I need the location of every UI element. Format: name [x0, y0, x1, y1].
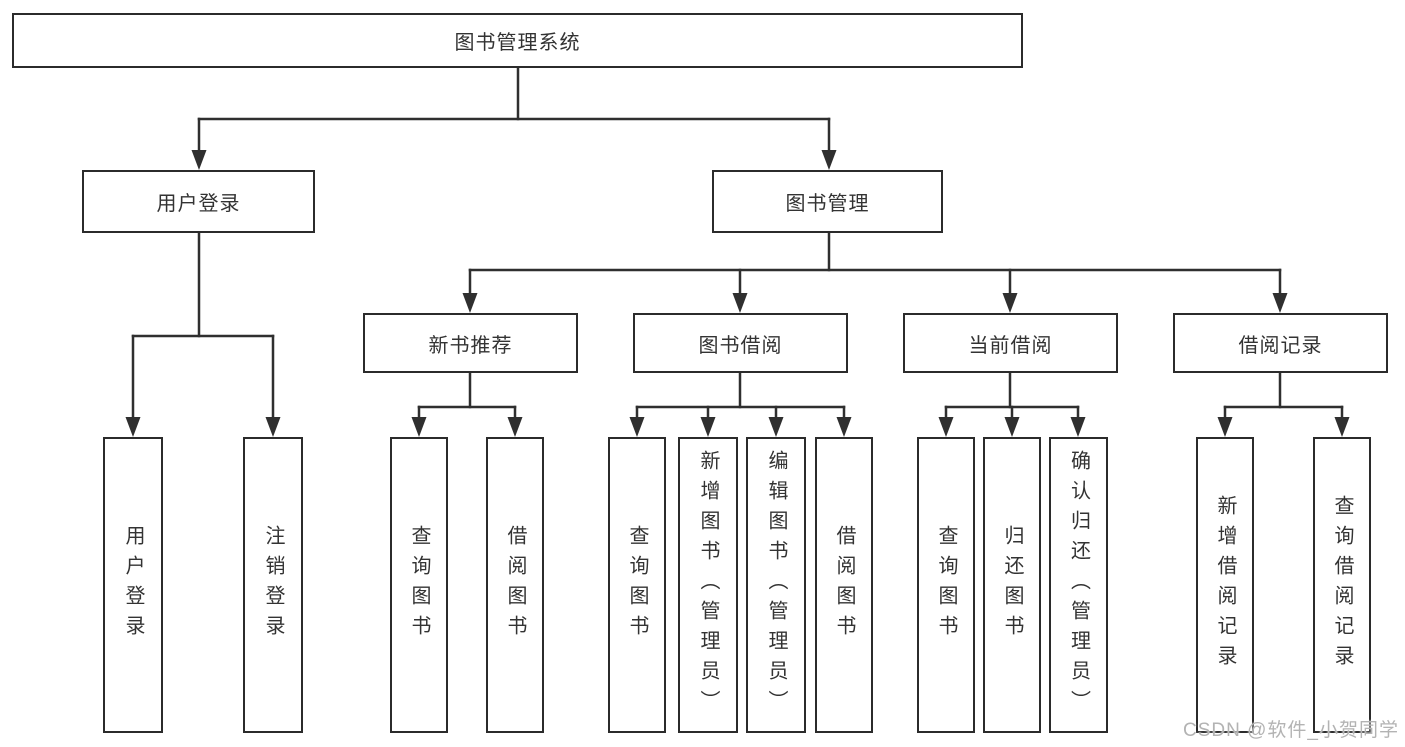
- node-label: 新增借阅记录: [1214, 495, 1236, 675]
- node-new-book-recommend: 新书推荐: [363, 313, 578, 373]
- node-borrow-records: 借阅记录: [1173, 313, 1388, 373]
- node-label: 图书借阅: [698, 334, 783, 357]
- edges-book-management: [462, 231, 1288, 313]
- edges-current-borrow: [938, 371, 1086, 437]
- node-label: 归还图书: [1001, 525, 1023, 645]
- node-label: 编辑图书（管理员）: [765, 450, 787, 720]
- leaf-borrow-books: 借阅图书: [815, 437, 873, 733]
- edges-root: [191, 66, 837, 170]
- leaf-query-books-current: 查询图书: [917, 437, 975, 733]
- node-label: 当前借阅: [968, 334, 1053, 357]
- node-label: 新增图书（管理员）: [697, 450, 719, 720]
- leaf-user-login: 用户登录: [103, 437, 163, 733]
- leaf-query-books-recommend: 查询图书: [390, 437, 448, 733]
- edges-new-book-recommend: [411, 371, 523, 437]
- leaf-return-books: 归还图书: [983, 437, 1041, 733]
- leaf-add-borrow-record: 新增借阅记录: [1196, 437, 1254, 733]
- node-current-borrow: 当前借阅: [903, 313, 1118, 373]
- leaf-edit-book-admin: 编辑图书（管理员）: [746, 437, 806, 733]
- node-label: 图书管理: [785, 193, 870, 215]
- node-label: 查询图书: [408, 525, 430, 645]
- node-label: 用户登录: [122, 525, 144, 645]
- node-label: 查询图书: [626, 525, 648, 645]
- leaf-add-book-admin: 新增图书（管理员）: [678, 437, 738, 733]
- edges-borrow-records: [1217, 371, 1350, 437]
- node-label: 查询图书: [935, 525, 957, 645]
- leaf-borrow-books-recommend: 借阅图书: [486, 437, 544, 733]
- node-label: 借阅记录: [1238, 334, 1323, 357]
- node-library-management-system: 图书管理系统: [12, 13, 1023, 68]
- node-label: 新书推荐: [428, 334, 513, 357]
- edges-user-login: [125, 231, 281, 437]
- node-label: 注销登录: [262, 525, 284, 645]
- node-label: 确认归还（管理员）: [1067, 450, 1090, 720]
- csdn-watermark: CSDN @软件_小贺同学: [1183, 720, 1399, 741]
- node-user-login: 用户登录: [82, 170, 315, 233]
- node-label: 查询借阅记录: [1331, 495, 1353, 675]
- leaf-query-books-borrow: 查询图书: [608, 437, 666, 733]
- node-label: 图书管理系统: [454, 32, 581, 54]
- node-label: 借阅图书: [504, 525, 526, 645]
- edges-book-borrow: [629, 371, 852, 437]
- leaf-query-borrow-record: 查询借阅记录: [1313, 437, 1371, 733]
- leaf-logout: 注销登录: [243, 437, 303, 733]
- node-book-borrow: 图书借阅: [633, 313, 848, 373]
- node-label: 用户登录: [156, 193, 241, 215]
- node-label: 借阅图书: [833, 525, 855, 645]
- leaf-confirm-return-admin: 确认归还（管理员）: [1049, 437, 1108, 733]
- node-book-management: 图书管理: [712, 170, 943, 233]
